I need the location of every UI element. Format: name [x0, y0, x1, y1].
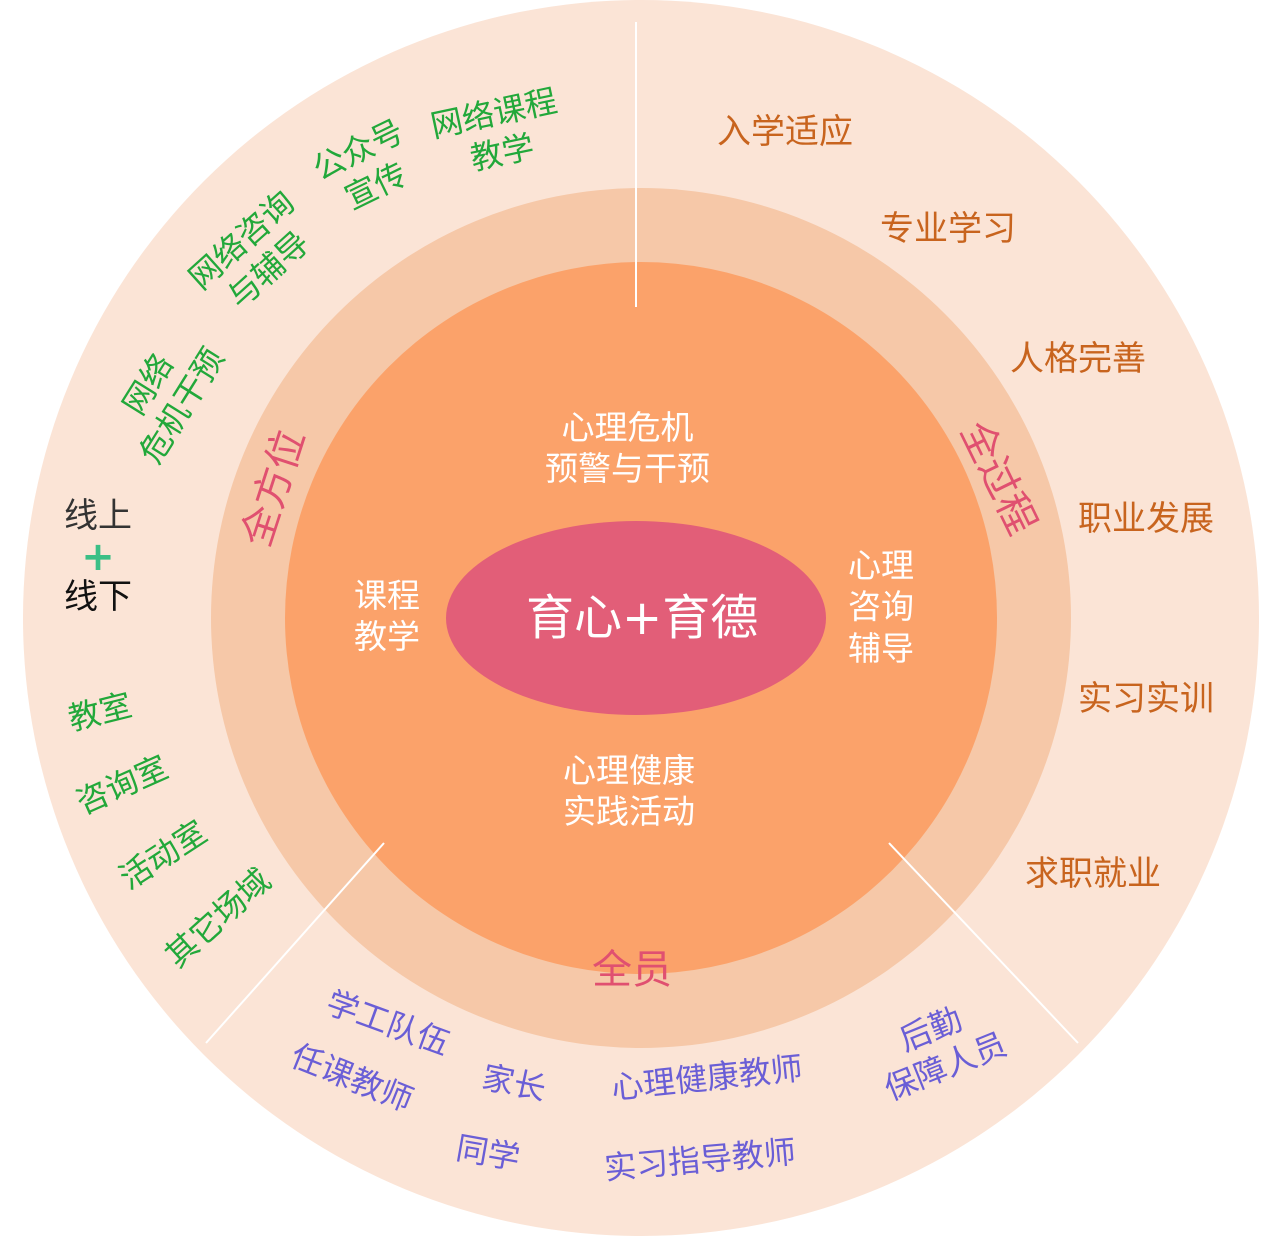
core-top-label: 心理危机预警与干预 — [545, 408, 710, 489]
stage-label: 专业学习 — [880, 209, 1016, 249]
divider-lower-right — [888, 842, 1079, 1044]
dimension-all-staff: 全员 — [592, 947, 672, 993]
divider-lower-left — [205, 842, 385, 1044]
online-label: 线上 — [64, 496, 132, 536]
stage-label: 职业发展 — [1078, 499, 1214, 539]
center-ellipse — [446, 521, 826, 715]
online-offline-label: 线上 + 线下 — [64, 496, 132, 618]
stage-label: 实习实训 — [1078, 679, 1214, 719]
stage-label: 人格完善 — [1010, 339, 1146, 379]
core-right-label: 心理咨询辅导 — [848, 546, 914, 668]
core-bottom-label: 心理健康实践活动 — [563, 751, 695, 832]
stage-label: 入学适应 — [717, 112, 853, 152]
stage-label: 求职就业 — [1025, 854, 1161, 894]
plus-icon: + — [81, 534, 115, 581]
core-left-label: 课程教学 — [354, 576, 420, 657]
center-label: 育心+育德 — [526, 590, 759, 646]
offline-label: 线下 — [64, 577, 132, 618]
